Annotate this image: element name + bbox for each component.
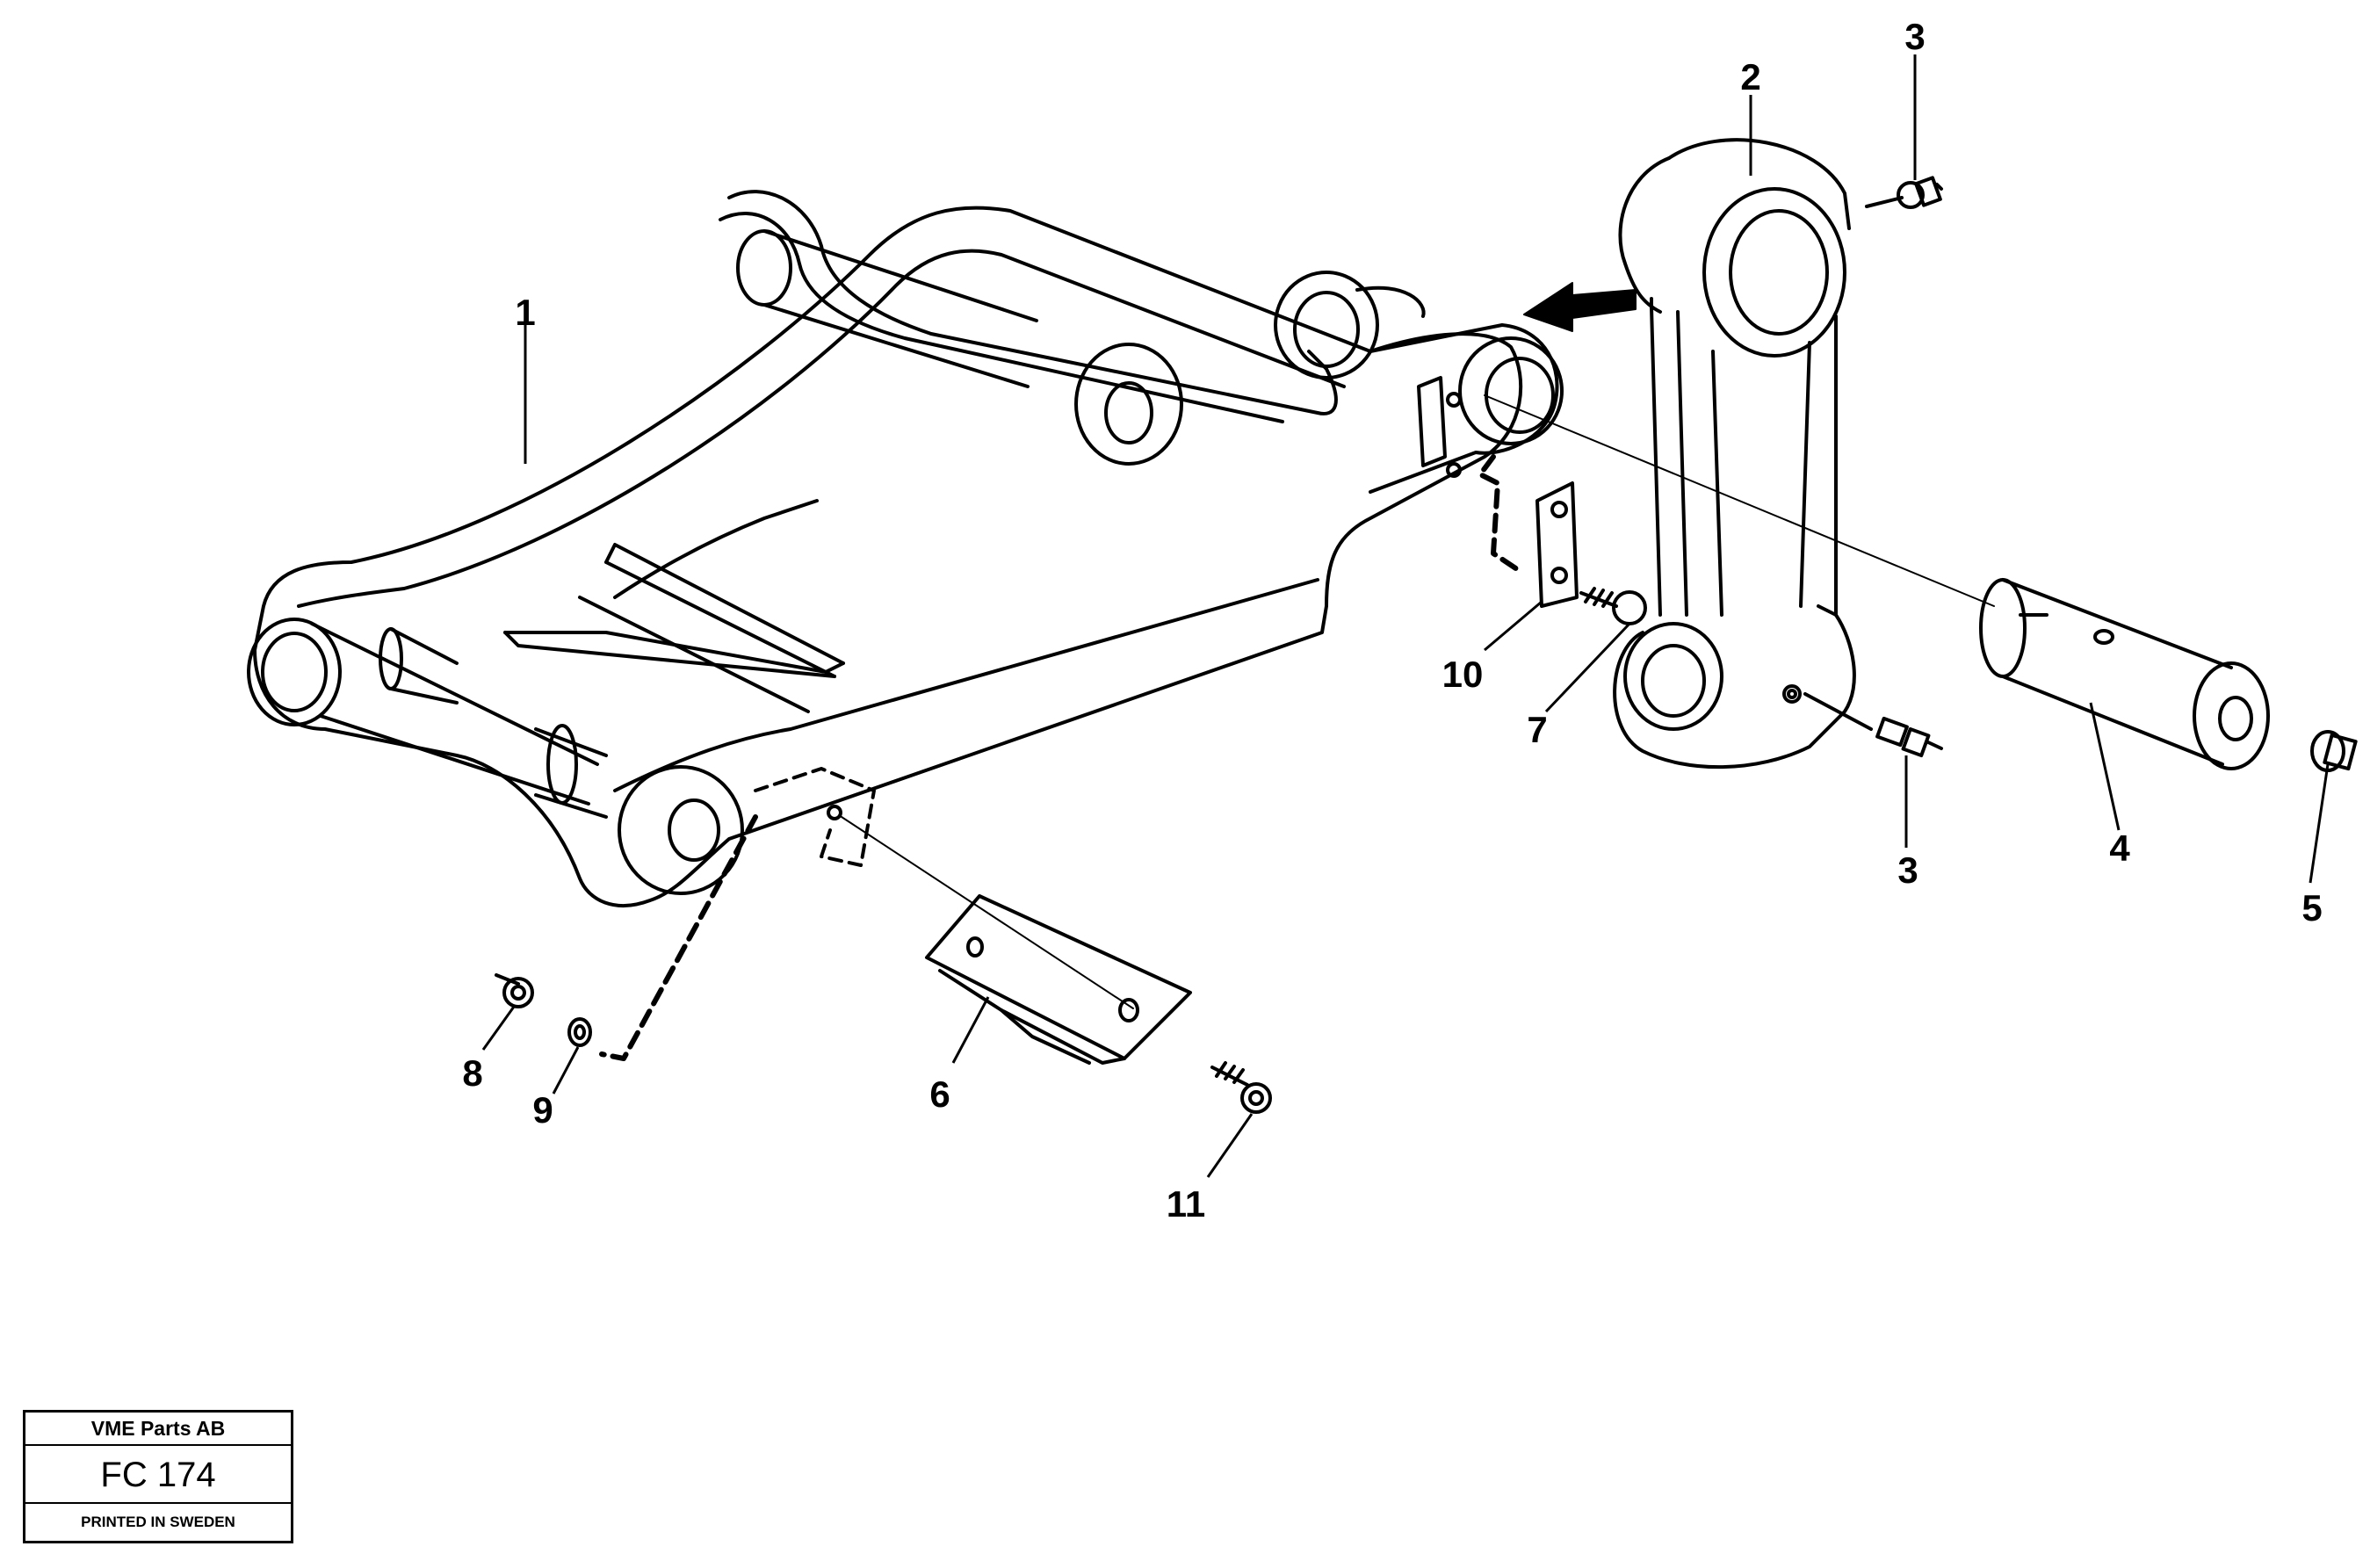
frame-arm-part [247, 190, 1564, 907]
printed-notice: PRINTED IN SWEDEN [81, 1514, 235, 1530]
title-block: VME Parts AB FC 174 PRINTED IN SWEDEN [23, 1410, 293, 1543]
grease-nipple-lower [1803, 692, 1943, 758]
screw-part-11 [1210, 1061, 1272, 1114]
link-part [1613, 138, 1856, 770]
bolt-part-7 [1579, 587, 1647, 625]
callout-3-upper: 3 [1904, 16, 1925, 57]
leader-lines [481, 54, 2330, 1178]
nut-part-8 [495, 973, 534, 1008]
callout-2: 2 [1740, 56, 1760, 98]
grease-nipple-upper [1865, 176, 1943, 209]
pin-part [1979, 578, 2270, 770]
callout-1: 1 [515, 292, 535, 333]
callout-6: 6 [929, 1073, 950, 1115]
callout-10: 10 [1442, 654, 1484, 695]
bracket-part [925, 894, 1192, 1065]
callout-11: 11 [1167, 1183, 1205, 1225]
assembly-axis-lines [838, 394, 1995, 1009]
assembly-direction-arrow [1523, 282, 1637, 332]
callout-3-lower: 3 [1897, 849, 1918, 891]
callout-4: 4 [2109, 827, 2130, 869]
callout-8: 8 [462, 1052, 482, 1094]
assembly-path-lines [599, 454, 1522, 1061]
company-name: VME Parts AB [25, 1413, 291, 1446]
washer-part-9 [567, 1017, 592, 1047]
callout-5: 5 [2301, 887, 2322, 929]
plug-part [2310, 730, 2358, 772]
callout-7: 7 [1527, 709, 1547, 750]
figure-code: FC 174 [25, 1446, 291, 1504]
callout-9: 9 [532, 1089, 553, 1131]
lock-plate-part [1535, 481, 1579, 608]
